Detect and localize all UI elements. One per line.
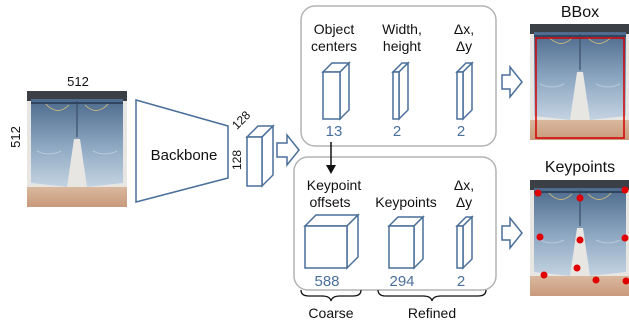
keypoint-marker [592, 276, 600, 284]
keypoint-marker [536, 233, 544, 241]
keypoint-marker [576, 236, 584, 244]
keypoint-marker [534, 189, 542, 197]
head-bottom-offset-label-1: Δx, [454, 177, 474, 193]
object-centers-tensor [321, 61, 351, 121]
keypoint-marker [621, 234, 629, 242]
keypoint-offsets-tensor [303, 213, 360, 270]
keypoint-marker [621, 186, 629, 194]
head-top-offset-label-1: Δx, [454, 21, 474, 37]
refined-brace [377, 289, 487, 302]
bbox-output-title: BBox [561, 4, 599, 21]
keypoint-marker [576, 194, 584, 202]
keypoints-channels: 294 [389, 273, 414, 290]
object-centers-channels: 13 [326, 123, 343, 140]
width-height-channels: 2 [393, 123, 401, 140]
coarse-brace [300, 289, 362, 302]
bbox-output-image [529, 23, 629, 141]
bottom-offset-channels: 2 [457, 273, 465, 290]
bottom-offset-tensor [455, 215, 474, 270]
input-height-label: 512 [8, 126, 23, 148]
head-keypoints-label: Keypoints [375, 194, 436, 210]
feature-height-label: 128 [230, 150, 244, 170]
coarse-label: Coarse [308, 305, 353, 321]
head-width-height-label-1: Width, [382, 21, 422, 37]
keypoints-output-title: Keypoints [545, 159, 615, 176]
head-keypoint-offsets-label-2: offsets [310, 194, 351, 210]
refined-label: Refined [408, 305, 456, 321]
head-object-centers-label-1: Object [314, 21, 355, 37]
bbox-output-arrow [501, 64, 523, 100]
head-keypoint-offsets-label-1: Keypoint [307, 177, 362, 193]
keypoint-offsets-channels: 588 [314, 273, 339, 290]
width-height-tensor [391, 61, 410, 121]
keypoint-marker [573, 264, 581, 272]
head-object-centers-label-2: centers [311, 38, 357, 54]
feature-map [245, 124, 275, 188]
centers-to-offsets-arrowhead [326, 165, 336, 174]
keypoints-tensor [387, 215, 425, 270]
head-width-height-label-2: height [383, 38, 421, 54]
backbone-block [135, 99, 229, 203]
bbox-rectangle [535, 37, 625, 139]
input-image [26, 90, 128, 208]
feature-to-heads-arrow [276, 132, 300, 168]
keypoints-output-arrow [501, 215, 523, 251]
keypoint-markers [534, 186, 629, 285]
head-bottom-offset-label-2: Δy [456, 194, 472, 210]
backbone-label: Backbone [151, 147, 218, 164]
input-width-label: 512 [67, 74, 89, 89]
top-offset-channels: 2 [457, 123, 465, 140]
head-top-offset-label-2: Δy [456, 38, 472, 54]
keypoint-marker [540, 271, 548, 279]
top-offset-tensor [455, 61, 474, 121]
keypoint-marker [622, 277, 629, 285]
feature-width-label: 128 [229, 108, 253, 132]
